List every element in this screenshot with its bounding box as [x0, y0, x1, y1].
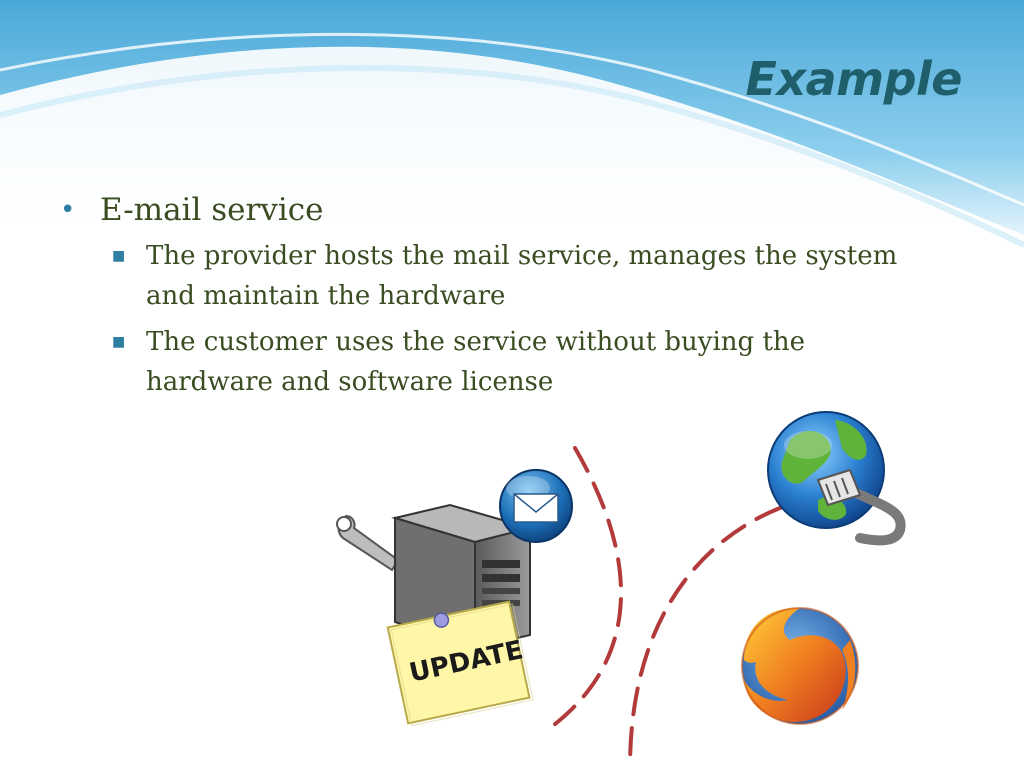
header-wave-decoration	[0, 0, 1024, 260]
square-bullet-marker: ■	[112, 248, 126, 264]
sub-bullet-item: ■ The provider hosts the mail service, m…	[112, 236, 900, 316]
server-icon	[391, 503, 534, 650]
dashed-divider-left	[548, 446, 623, 730]
update-note-label: UPDATE	[407, 635, 526, 688]
bullet-text: E-mail service	[100, 192, 324, 228]
bullet-item: • E-mail service	[60, 190, 900, 230]
wrench-icon	[336, 514, 400, 572]
sticky-note-icon: UPDATE	[386, 600, 534, 727]
bullet-list: • E-mail service ■ The provider hosts th…	[60, 190, 900, 402]
bullet-marker: •	[60, 195, 76, 225]
square-bullet-marker: ■	[112, 334, 126, 350]
sub-bullet-text: The provider hosts the mail service, man…	[146, 241, 898, 311]
sub-bullet-item: ■ The customer uses the service without …	[112, 322, 900, 402]
firefox-icon	[741, 607, 859, 725]
globe-network-icon	[767, 411, 906, 546]
dashed-divider-right	[628, 506, 782, 768]
slide-title: Example	[745, 52, 963, 106]
mail-icon	[499, 469, 573, 543]
sub-bullet-text: The customer uses the service without bu…	[146, 327, 806, 397]
